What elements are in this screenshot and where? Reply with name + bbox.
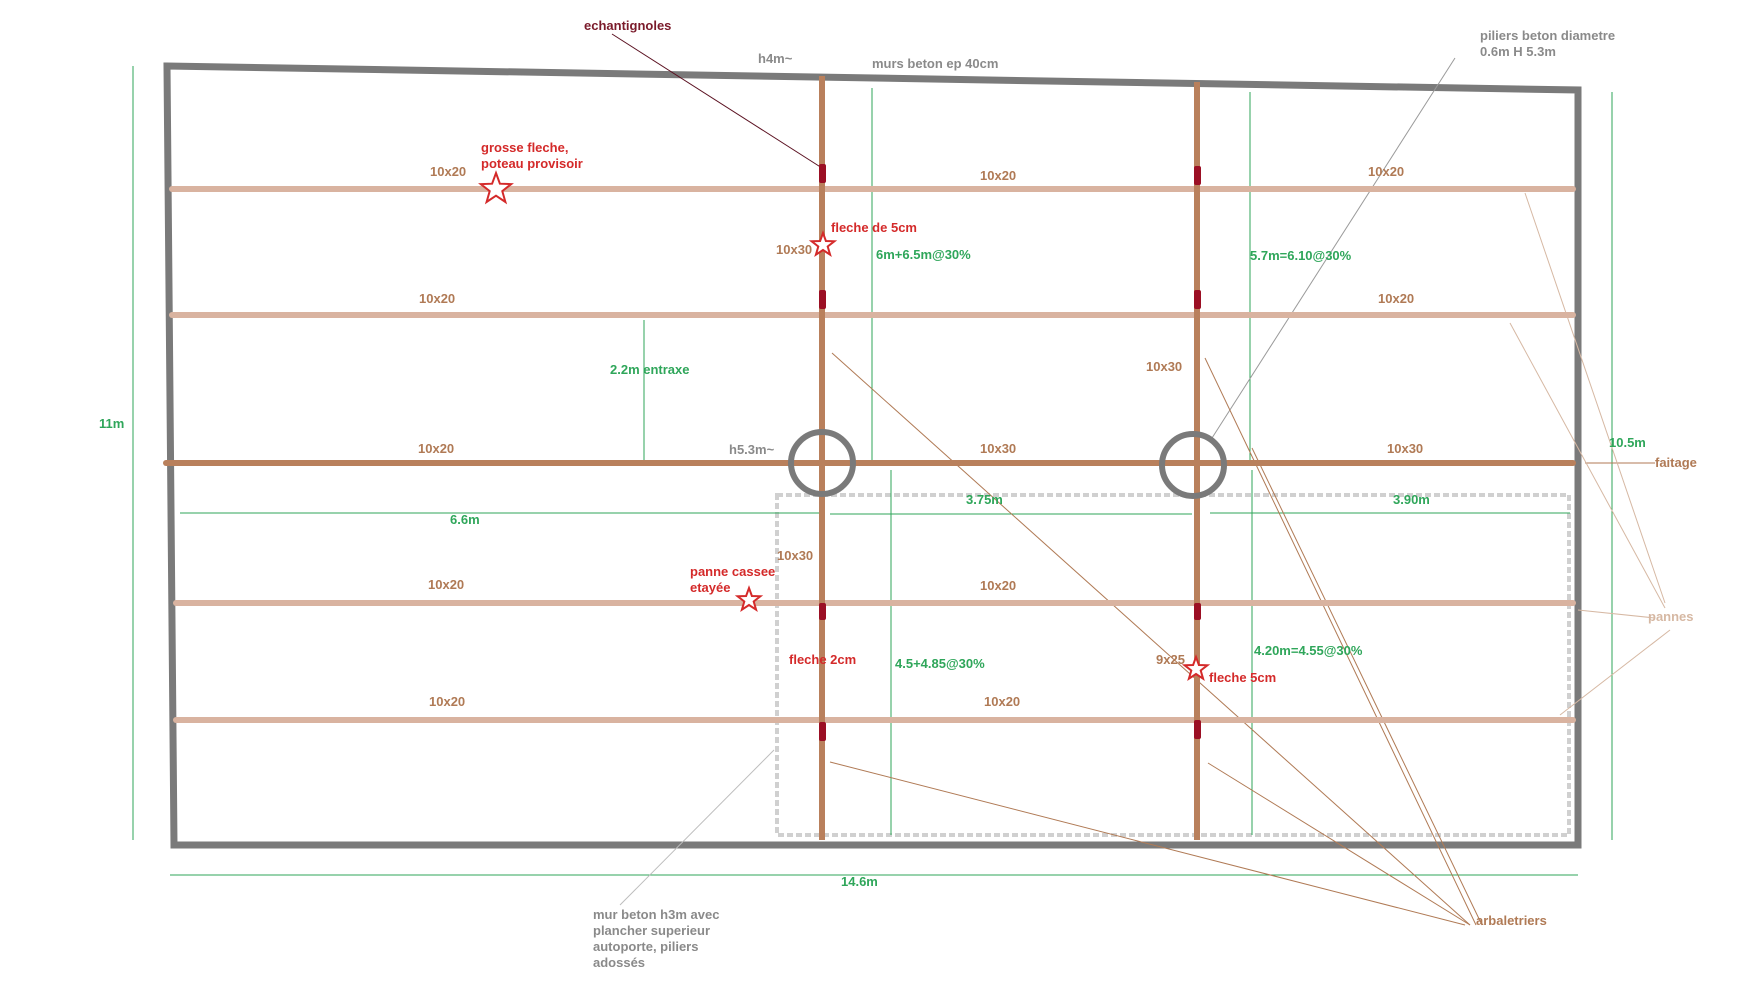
echantignole — [819, 603, 826, 620]
leader-arbaletrier-4 — [1207, 762, 1471, 926]
section-label: 10x20 — [984, 694, 1020, 709]
leader-pannes-4 — [1559, 629, 1671, 716]
label-66m: 6.6m — [450, 512, 480, 527]
label-span-left-top: 6m+6.5m@30% — [876, 247, 971, 262]
label-h4m: h4m~ — [758, 51, 793, 66]
label-mur-beton-2: plancher superieur — [593, 923, 710, 938]
label-mur-beton-1: mur beton h3m avec — [593, 907, 719, 922]
section-label: 10x20 — [428, 577, 464, 592]
star-icon — [734, 585, 764, 613]
section-label: 10x30 — [1387, 441, 1423, 456]
label-fleche-2cm: fleche 2cm — [789, 652, 856, 667]
label-146m: 14.6m — [841, 874, 878, 889]
label-panne-cassee-1: panne cassee — [690, 564, 775, 579]
pillar-right — [1159, 431, 1227, 499]
label-pannes: pannes — [1648, 609, 1694, 624]
label-fleche-5cm-top: fleche de 5cm — [831, 220, 917, 235]
section-label: 10x20 — [418, 441, 454, 456]
label-h53: h5.3m~ — [729, 442, 775, 457]
pillar-left — [788, 429, 856, 497]
leader-pannes-1 — [1524, 192, 1666, 604]
rafters — [819, 76, 1200, 840]
dimension-lines — [132, 66, 1613, 876]
label-fleche-5cm-bottom: fleche 5cm — [1209, 670, 1276, 685]
leader-arbaletrier-3 — [1251, 447, 1483, 926]
label-faitage: faitage — [1655, 455, 1697, 470]
label-echantignoles: echantignoles — [584, 18, 671, 33]
section-label: 10x30 — [776, 242, 812, 257]
label-span-right-bottom: 4.20m=4.55@30% — [1254, 643, 1363, 658]
section-label: 9x25 — [1156, 652, 1185, 667]
echantignole — [1194, 720, 1201, 739]
label-entraxe: 2.2m entraxe — [610, 362, 690, 377]
star-markers — [478, 170, 1211, 682]
label-mur-beton-4: adossés — [593, 955, 645, 970]
label-span-right-top: 5.7m=6.10@30% — [1250, 248, 1352, 263]
section-label: 10x20 — [980, 578, 1016, 593]
label-105m: 10.5m — [1609, 435, 1646, 450]
section-label: 10x30 — [980, 441, 1016, 456]
echantignole — [1194, 603, 1201, 620]
section-label: 10x20 — [429, 694, 465, 709]
label-span-left-bottom: 4.5+4.85@30% — [895, 656, 985, 671]
section-label: 10x30 — [777, 548, 813, 563]
label-grosse-fleche-2: poteau provisoir — [481, 156, 583, 171]
interior-concrete-wall — [775, 493, 1571, 837]
leader-pannes-3 — [1577, 609, 1656, 619]
section-label: 10x20 — [419, 291, 455, 306]
label-piliers-1: piliers beton diametre — [1480, 28, 1615, 43]
leader-arbaletrier-1 — [831, 352, 1471, 926]
echantignole — [1194, 166, 1201, 185]
section-label: 10x20 — [980, 168, 1016, 183]
echantignoles — [819, 164, 1201, 741]
leader-mur-beton — [619, 749, 775, 906]
section-label: 10x20 — [1368, 164, 1404, 179]
leader-pannes-2 — [1509, 322, 1666, 609]
echantignole — [819, 290, 826, 309]
leader-piliers — [1211, 57, 1456, 439]
outer-concrete-walls — [163, 62, 1582, 849]
label-grosse-fleche-1: grosse fleche, — [481, 140, 568, 155]
label-mur-beton-3: autoporte, piliers — [593, 939, 698, 954]
section-label: 10x30 — [1146, 359, 1182, 374]
leader-arbaletrier-2 — [1204, 357, 1477, 926]
label-arbaletriers: arbaletriers — [1476, 913, 1547, 928]
label-390m: 3.90m — [1393, 492, 1430, 507]
leader-echantignoles — [611, 33, 823, 169]
label-murs-beton: murs beton ep 40cm — [872, 56, 998, 71]
label-375m: 3.75m — [966, 492, 1003, 507]
echantignole — [819, 722, 826, 741]
star-icon — [478, 170, 514, 205]
section-label: 10x20 — [1378, 291, 1414, 306]
label-piliers-2: 0.6m H 5.3m — [1480, 44, 1556, 59]
echantignole — [819, 164, 826, 183]
star-icon — [1181, 654, 1211, 682]
purlins — [169, 186, 1576, 723]
section-label: 10x20 — [430, 164, 466, 179]
leader-lines — [611, 33, 1671, 926]
star-icon — [808, 230, 838, 258]
label-11m: 11m — [99, 416, 124, 431]
label-panne-cassee-2: etayée — [690, 580, 730, 595]
echantignole — [1194, 290, 1201, 309]
pillars — [788, 429, 1227, 499]
leader-arbaletrier-5 — [829, 761, 1466, 926]
annotations: echantignoles h4m~ murs beton ep 40cm pi… — [99, 18, 1697, 970]
